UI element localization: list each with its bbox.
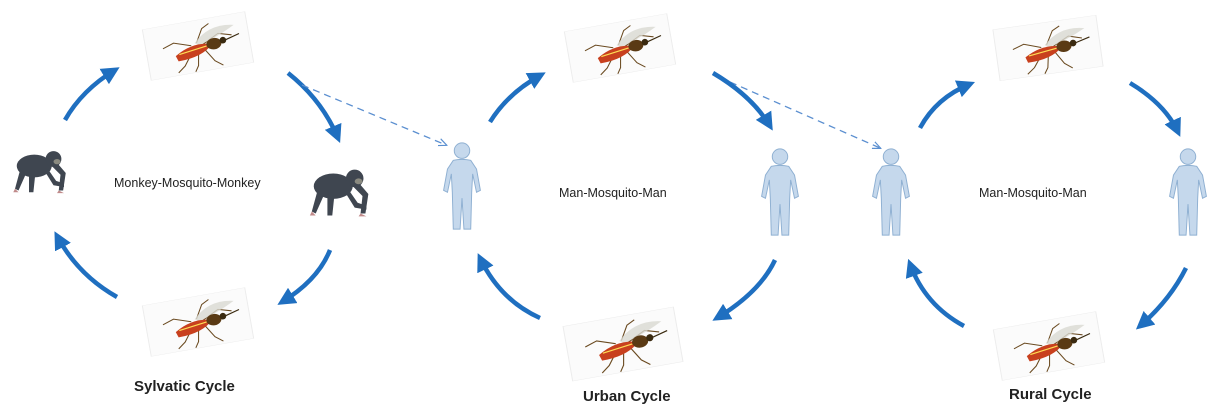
- mosquito-icon: [141, 10, 255, 82]
- cycle-arrow: [712, 259, 778, 321]
- cycle-arrow: [277, 249, 333, 305]
- rural-cycle-title: Rural Cycle: [1009, 386, 1092, 403]
- rural-cycle: [872, 14, 1207, 381]
- monkey-icon: [13, 151, 66, 194]
- cycle-arrow: [1128, 81, 1181, 137]
- cycle-arrow: [1135, 266, 1189, 330]
- spillover-dashed-arrow: [301, 84, 446, 145]
- cycle-arrow: [54, 231, 119, 299]
- monkey-icon: [309, 169, 369, 217]
- rural-center-label: Man-Mosquito-Man: [979, 186, 1087, 200]
- human-icon: [1169, 148, 1207, 236]
- urban-cycle-title: Urban Cycle: [583, 388, 671, 405]
- cycle-arrow: [286, 71, 342, 143]
- cycle-arrow: [488, 72, 546, 124]
- spillover-dashed-arrow: [729, 81, 880, 148]
- sylvatic-cycle: [13, 10, 369, 358]
- human-icon: [443, 142, 481, 230]
- mosquito-icon: [563, 12, 677, 84]
- cycle-arrow: [918, 80, 975, 130]
- sylvatic-cycle-title: Sylvatic Cycle: [134, 378, 235, 395]
- sylvatic-center-label: Monkey-Mosquito-Monkey: [114, 176, 261, 190]
- cycle-arrow: [711, 71, 773, 131]
- urban-center-label: Man-Mosquito-Man: [559, 186, 667, 200]
- mosquito-icon: [992, 311, 1106, 381]
- cycle-arrow: [905, 258, 966, 328]
- mosquito-icon: [141, 286, 255, 358]
- human-icon: [761, 148, 799, 236]
- human-icon: [872, 148, 910, 236]
- mosquito-icon: [562, 306, 684, 382]
- cycle-arrow: [63, 67, 120, 122]
- mosquito-icon: [992, 14, 1104, 82]
- urban-cycle: [443, 12, 799, 382]
- cycle-arrow: [477, 253, 541, 321]
